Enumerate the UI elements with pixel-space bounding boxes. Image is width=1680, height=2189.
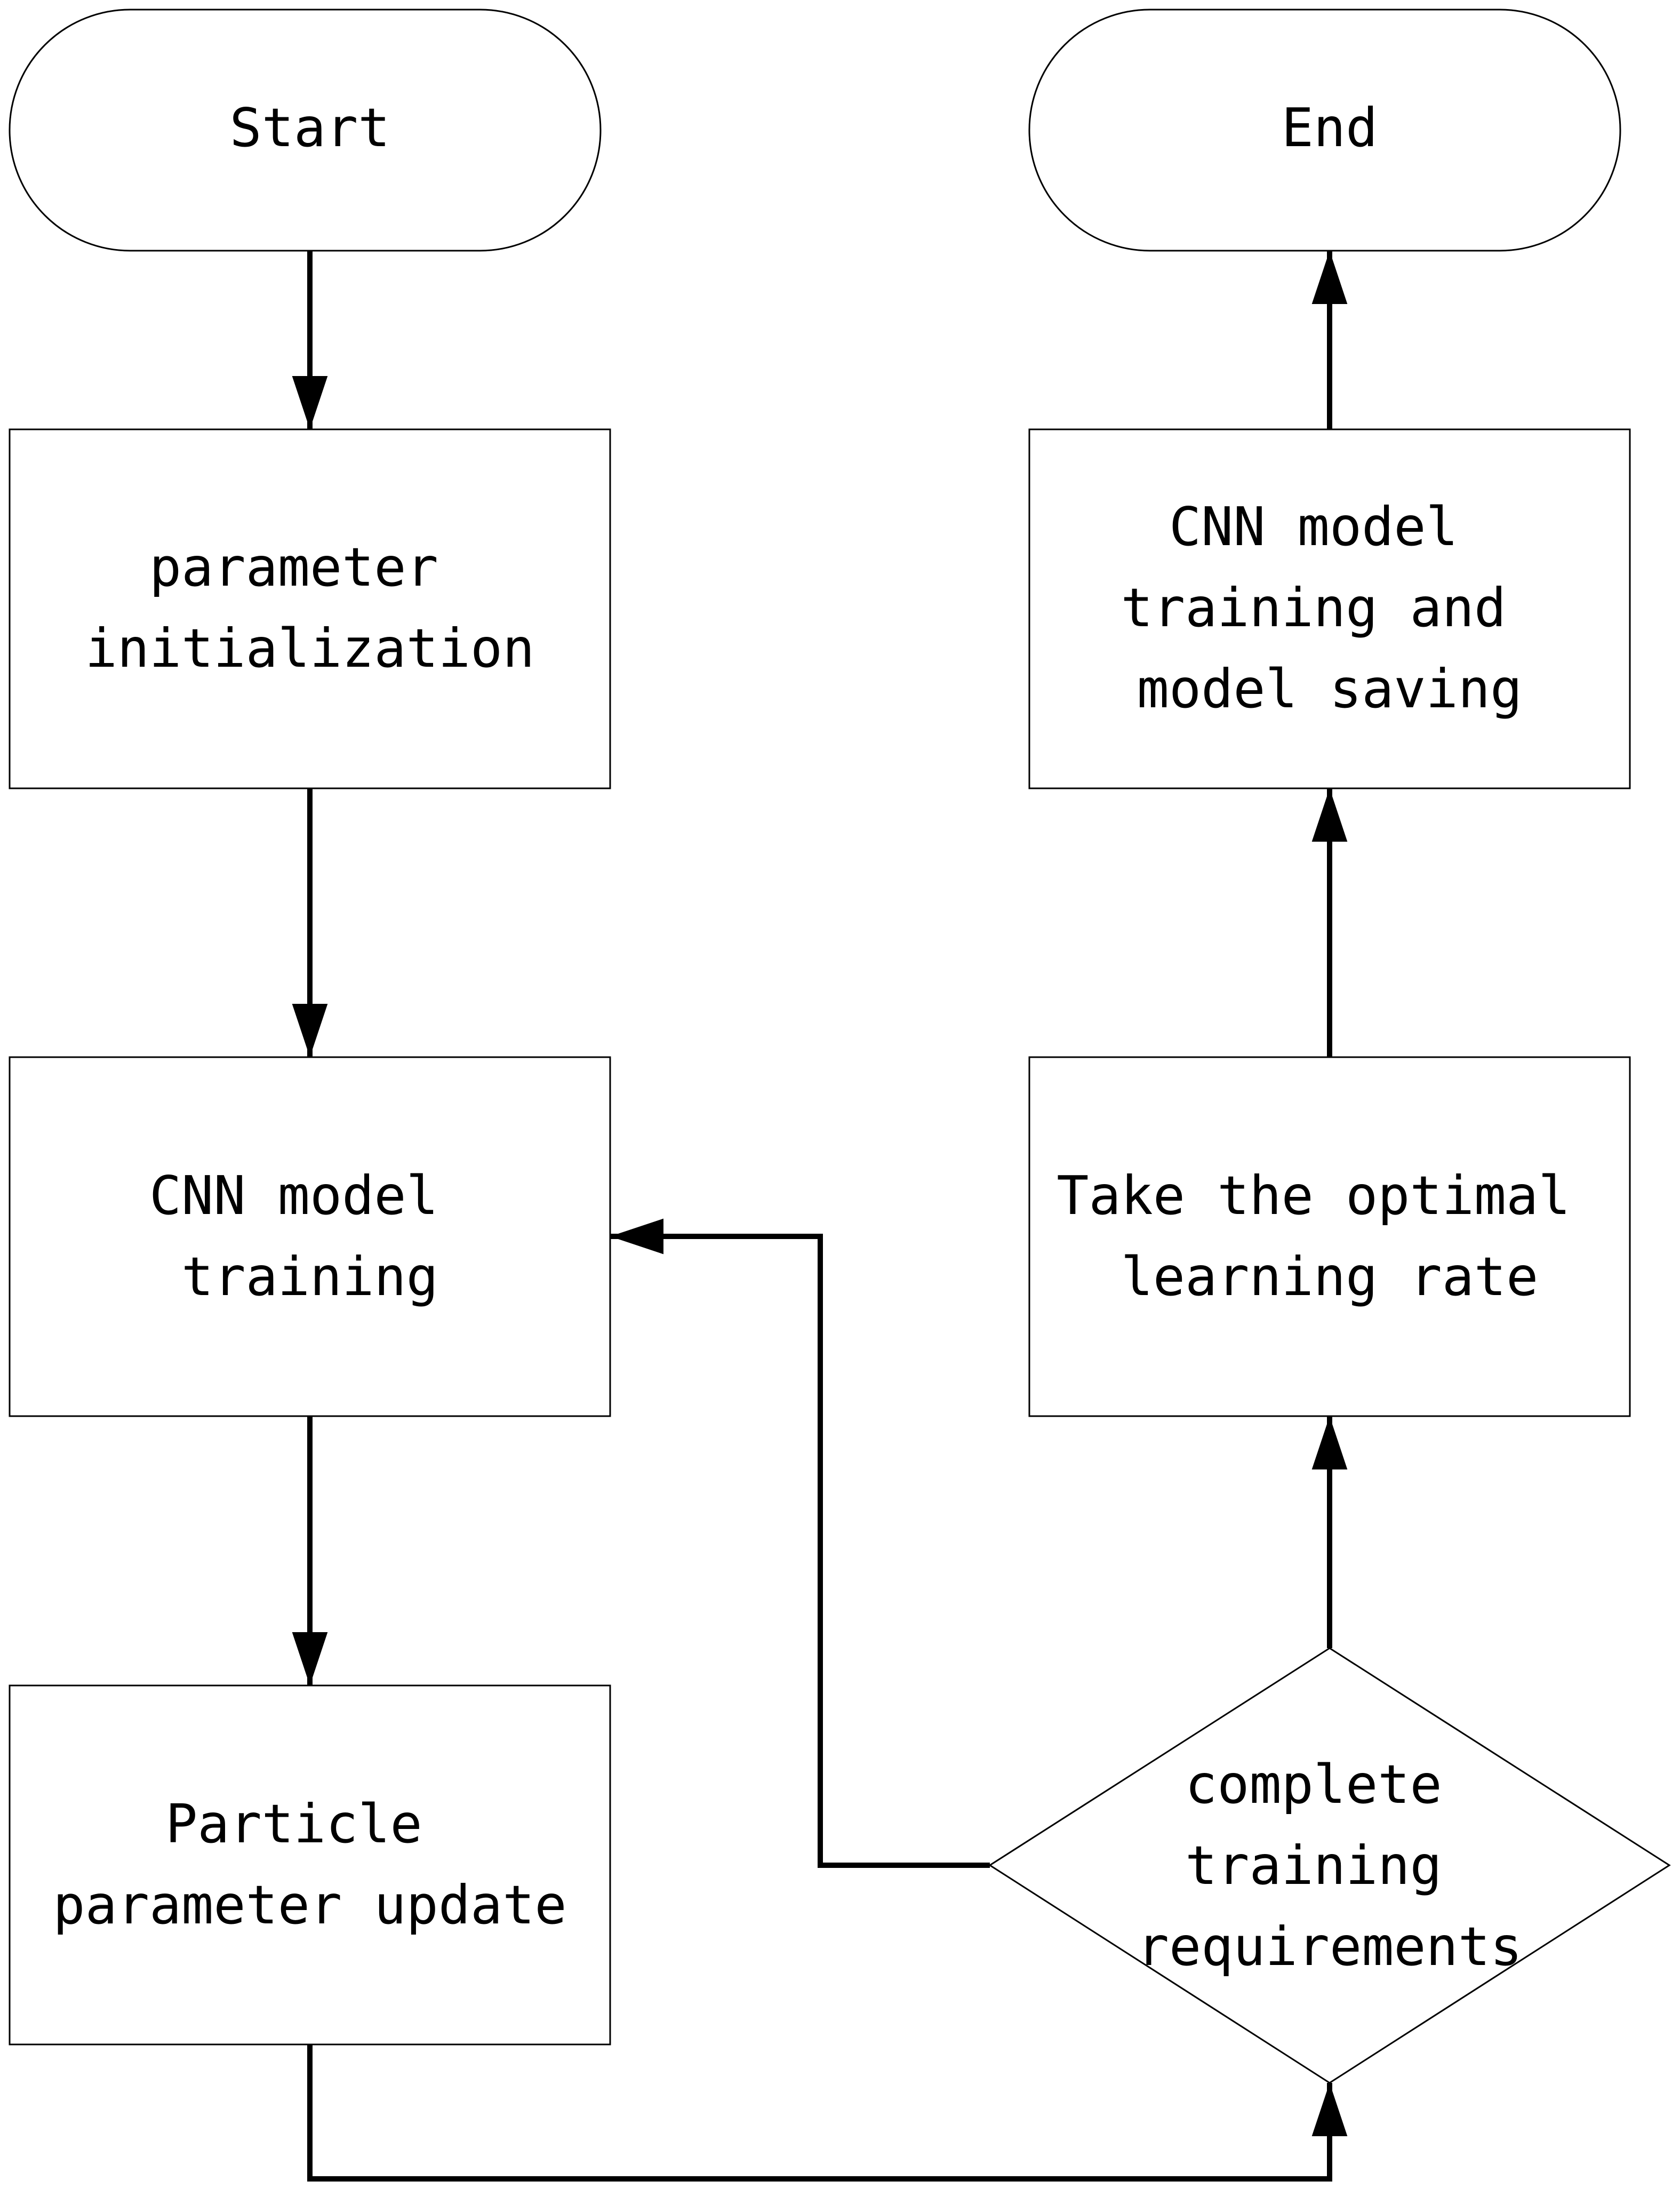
- end-terminal: [1028, 9, 1621, 252]
- cnn-model-training-box: [9, 1056, 611, 1417]
- optimal-learning-rate-box: [1028, 1056, 1631, 1417]
- end-label: End: [1282, 97, 1378, 159]
- arrow-update-to-decision: [307, 2044, 1348, 2182]
- start-terminal: [9, 9, 602, 252]
- optimal-learning-rate-label: Take the optimal learning rate: [1057, 1164, 1603, 1308]
- decision-label: complete training requirements: [1137, 1753, 1522, 1978]
- particle-parameter-update-label: Particle parameter update: [53, 1793, 566, 1936]
- parameter-initialization-label: parameter initialization: [85, 536, 535, 680]
- cnn-model-training-label: CNN model training: [149, 1164, 470, 1308]
- parameter-initialization-box: [9, 428, 611, 789]
- start-label: Start: [229, 97, 390, 159]
- cnn-model-saving-label: CNN model training and model saving: [1121, 496, 1539, 720]
- particle-parameter-update-box: [9, 1684, 611, 2046]
- cnn-model-saving-box: [1028, 428, 1631, 789]
- arrow-decision-loop-to-training: [610, 1218, 990, 1868]
